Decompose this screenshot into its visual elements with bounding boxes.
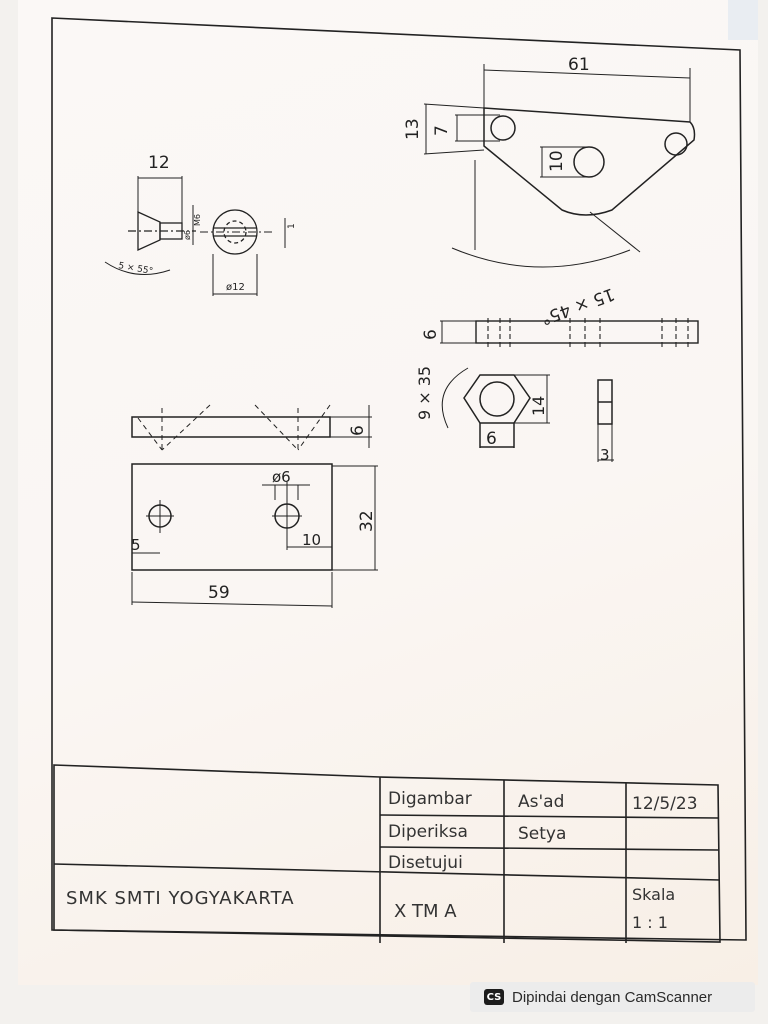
drawing-sheet: [18, 0, 758, 985]
dim-plate-hole-offset: 7: [432, 125, 452, 136]
plate-top-view: [440, 318, 699, 348]
dim-bar-hole-right: 10: [302, 531, 321, 549]
paper-edge: [728, 0, 758, 40]
dim-screw-chamfer: 5 × 55°: [117, 261, 153, 277]
class-name: X TM A: [394, 901, 457, 922]
hex-nut: [441, 367, 550, 448]
drawing-date: 12/5/23: [632, 794, 698, 814]
approved-by-label: Disetujui: [388, 853, 463, 873]
dim-plate-length: 61: [568, 55, 590, 75]
dim-screw-shank: ø6: [183, 230, 192, 240]
dim-plate-thickness: 6: [421, 329, 441, 340]
washer-side-view: [597, 379, 614, 462]
scale-label: Skala: [632, 885, 675, 904]
dim-bar-width: 32: [357, 510, 377, 532]
sheet-border: [51, 17, 747, 941]
dim-bar-thickness: 6: [348, 425, 368, 436]
dim-screw-diameter: ø12: [226, 282, 245, 293]
dim-screw-thread: M6: [193, 214, 202, 226]
dim-nut-thickness: 6: [486, 429, 497, 449]
dim-screw-head-width: 12: [148, 153, 170, 173]
checked-by-label: Diperiksa: [388, 822, 468, 842]
dim-plate-height: 13: [403, 118, 423, 140]
screw-end-view: [200, 209, 286, 296]
dim-bar-hole: ø6: [272, 468, 291, 486]
triangular-plate: [423, 64, 696, 268]
scanner-text: Dipindai dengan CamScanner: [512, 988, 713, 1006]
technical-drawing: 12 M6 ø6 5 × 55° ø12 1 61 13 7 10 15 × 4…: [51, 17, 747, 943]
dim-nut-chamfer: 9 × 35: [415, 366, 434, 420]
screw-side-view: [104, 176, 196, 275]
camscanner-logo: CS: [484, 989, 504, 1005]
drawn-by-label: Digambar: [388, 789, 472, 809]
scanner-watermark: CS Dipindai dengan CamScanner: [470, 982, 755, 1012]
scale-value: 1 : 1: [632, 913, 668, 932]
title-block-lines: [53, 764, 721, 943]
dim-bar-length: 59: [208, 583, 230, 603]
dim-bar-hole-left: 5: [131, 536, 141, 554]
bar-side-view: [131, 404, 372, 451]
bar-front-view: [131, 463, 378, 608]
dim-washer-thickness: 3: [600, 446, 610, 464]
school-name: SMK SMTI YOGYAKARTA: [66, 888, 295, 909]
dim-screw-slot: 1: [287, 223, 297, 229]
dim-nut-width: 14: [529, 396, 548, 416]
dim-plate-hole-size: 10: [547, 150, 567, 172]
checked-by-name: Setya: [518, 824, 566, 844]
drawn-by-name: As'ad: [518, 792, 564, 812]
